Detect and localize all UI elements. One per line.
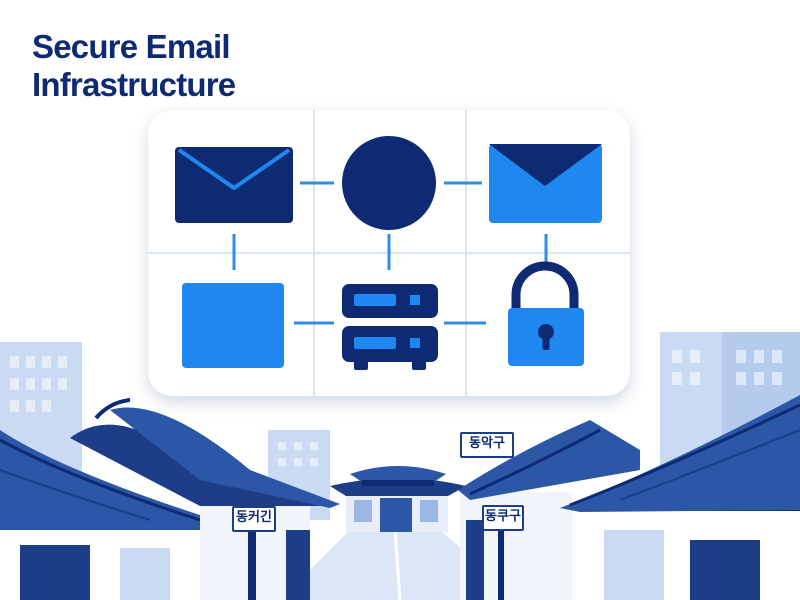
- circle-node-icon: [342, 136, 436, 230]
- padlock-icon: [508, 261, 584, 366]
- street-sign: 동악구: [460, 432, 514, 458]
- street-sign: 동쿠구: [482, 505, 524, 531]
- infrastructure-diagram-card: [148, 110, 630, 396]
- square-node-icon: [182, 283, 284, 368]
- envelope-icon: [489, 144, 602, 223]
- server-icon: [342, 284, 438, 370]
- left-middle-house: [70, 398, 340, 600]
- street-sign: 동커긴: [232, 506, 276, 532]
- title-line-2: Infrastructure: [32, 66, 236, 103]
- gate-building: [330, 466, 466, 532]
- right-house: [560, 395, 800, 600]
- left-house: [0, 430, 215, 600]
- page-title: Secure Email Infrastructure: [32, 28, 236, 104]
- right-middle-house: [458, 420, 640, 600]
- envelope-icon: [175, 147, 293, 223]
- title-line-1: Secure Email: [32, 28, 230, 65]
- infrastructure-diagram: [148, 110, 630, 396]
